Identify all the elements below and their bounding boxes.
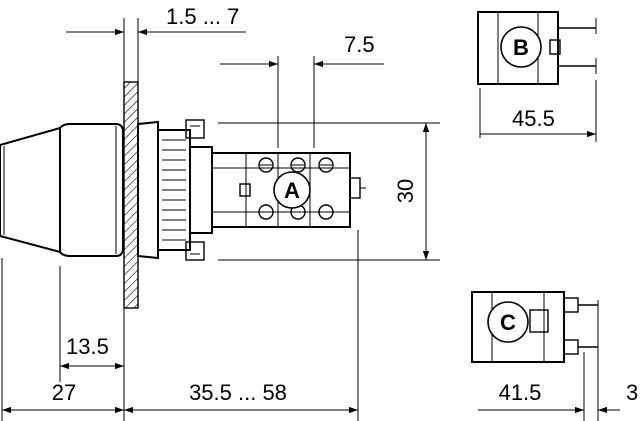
dimension-lines: 1.5 ... 7 7.5 30 13.5 27 35.5 ... 58: [1, 4, 440, 421]
dim-view-b-width: 45.5: [512, 106, 555, 131]
dim-view-c-edge: 3: [626, 380, 638, 405]
dim-body-height: 30: [393, 179, 418, 203]
callout-b-label: B: [513, 35, 529, 60]
callout-c: C: [487, 301, 529, 343]
callout-a: A: [273, 171, 311, 209]
knob: [0, 126, 61, 254]
threaded-body: [157, 129, 191, 251]
view-c: C 41.5 3: [471, 291, 638, 421]
callout-c-label: C: [500, 310, 516, 335]
callout-b: B: [500, 26, 542, 68]
collar-ribs: [162, 139, 186, 241]
view-b: B 45.5: [477, 11, 597, 142]
mounting-panel: [123, 81, 139, 309]
callout-a-label: A: [284, 178, 300, 203]
dim-view-c-width: 41.5: [499, 380, 542, 405]
dim-front-length: 27: [52, 380, 76, 405]
dim-terminal-pitch: 7.5: [344, 32, 375, 57]
dim-collar-length: 13.5: [66, 334, 109, 359]
dim-rear-length: 35.5 ... 58: [189, 380, 287, 405]
mounting-collar: [137, 120, 159, 260]
switch-side-view: A: [0, 81, 366, 309]
dim-panel-thickness: 1.5 ... 7: [166, 4, 239, 29]
front-bezel: [59, 123, 124, 257]
adapter-block: [189, 146, 213, 234]
terminal-screws: [258, 157, 334, 220]
